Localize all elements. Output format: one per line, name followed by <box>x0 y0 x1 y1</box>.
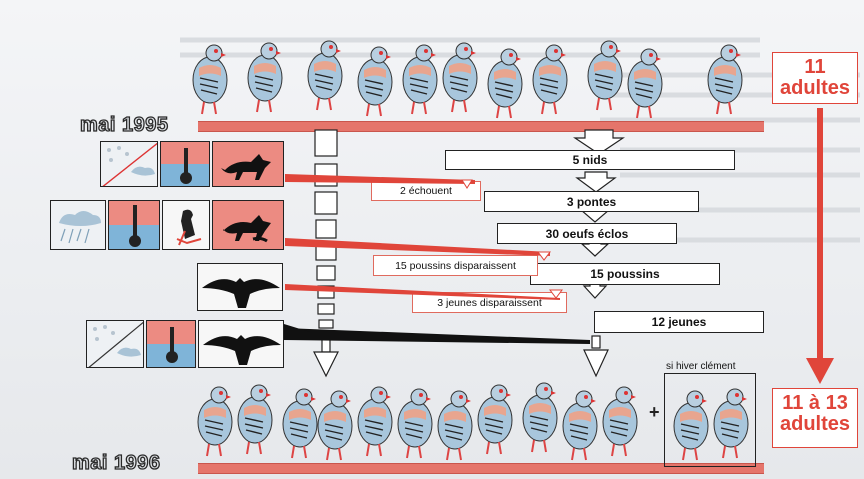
thermometer-icon-3 <box>146 320 196 368</box>
fox-with-prey-icon <box>212 200 284 250</box>
eagle-icon <box>197 263 283 311</box>
adults-start-box: 11 adultes <box>772 52 858 104</box>
snow-weather-icon-2 <box>86 320 144 368</box>
stage-jeunes-label: 12 jeunes <box>652 315 707 329</box>
year-end-label: mai 1996 <box>72 452 161 475</box>
loss-pointers <box>280 160 580 300</box>
adults-start-word: adultes <box>773 78 857 99</box>
hiver-label: si hiver clément <box>666 361 735 372</box>
rain-cloud-icon <box>50 200 106 250</box>
thermometer-icon <box>160 141 210 187</box>
adults-red-arrow <box>800 108 840 386</box>
year-start-label: mai 1995 <box>80 114 169 137</box>
stage-poussins-label: 15 poussins <box>590 267 659 281</box>
adults-start-count: 11 <box>773 57 857 78</box>
adults-end-word: adultes <box>773 414 857 435</box>
partridge-row-1995 <box>185 28 765 123</box>
fox-icon <box>212 141 284 187</box>
adults-end-box: 11 à 13 adultes <box>772 388 858 448</box>
adults-end-count: 11 à 13 <box>773 393 857 414</box>
thermometer-icon-2 <box>108 200 160 250</box>
stage-jeunes-box: 12 jeunes <box>594 311 764 333</box>
snow-weather-icon <box>100 141 158 187</box>
eagle-icon-2 <box>198 320 284 368</box>
plus-sign: + <box>649 402 660 423</box>
raptor-perched-icon <box>162 200 210 250</box>
partridge-row-1996 <box>190 372 650 467</box>
winter-pointer <box>280 318 600 348</box>
hiver-box <box>664 373 756 467</box>
